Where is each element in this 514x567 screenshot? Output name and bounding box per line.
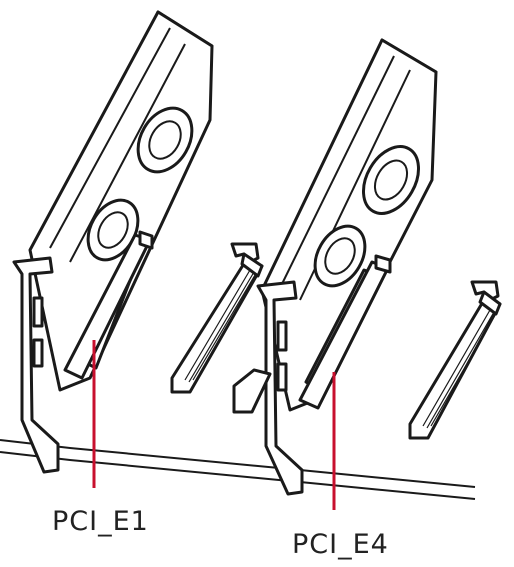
slot-label-pcie4: PCI_E4	[292, 529, 389, 560]
pcie-slot-4	[298, 254, 392, 410]
card-2-fan-top	[362, 145, 420, 215]
card-1-bracket	[12, 256, 60, 474]
card-2-fan-bottom	[313, 224, 367, 288]
graphics-card-1	[28, 10, 214, 392]
pcie-x1-slot	[232, 368, 272, 414]
motherboard-edge	[0, 439, 476, 500]
graphics-card-2	[260, 38, 438, 412]
pcie-slot-5-empty	[408, 280, 502, 440]
card-1-fan-top	[136, 106, 194, 174]
pcie-slot-2-empty	[170, 242, 264, 394]
card-2-bracket	[256, 280, 304, 496]
slot-label-pcie1: PCI_E1	[52, 506, 149, 537]
pcie-slot-1	[63, 230, 154, 380]
